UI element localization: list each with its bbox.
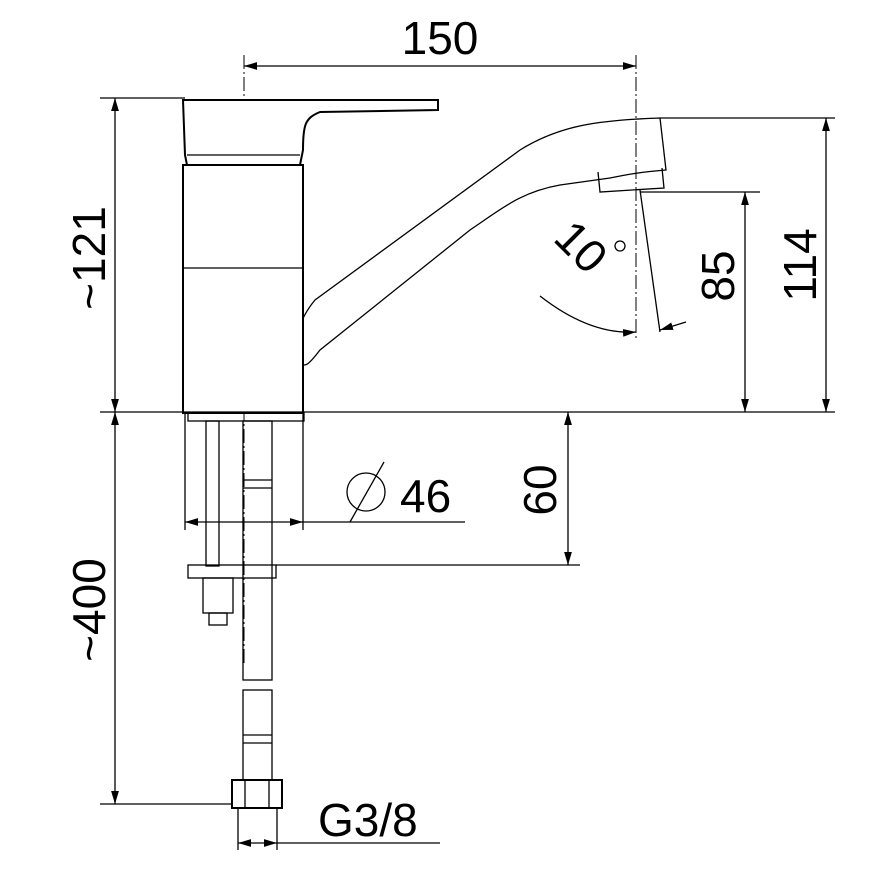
dim-outlet-height: 85 — [692, 250, 744, 301]
dim-connection: G3/8 — [318, 794, 418, 846]
dim-mount-hole: 46 — [400, 470, 451, 522]
dimension-lines — [100, 62, 835, 850]
dim-total-height: ~121 — [63, 206, 115, 310]
dim-deck-thickness: 60 — [514, 464, 566, 515]
dim-hose-length: ~400 — [63, 558, 115, 662]
faucet-body — [181, 99, 667, 414]
mounting-hardware — [187, 412, 305, 809]
dim-spout-height: 114 — [774, 228, 826, 301]
dim-outlet-angle: 10 — [545, 210, 618, 283]
dim-spout-reach: 150 — [402, 12, 479, 64]
diameter-icon — [346, 461, 386, 523]
degree-symbol — [614, 240, 626, 252]
